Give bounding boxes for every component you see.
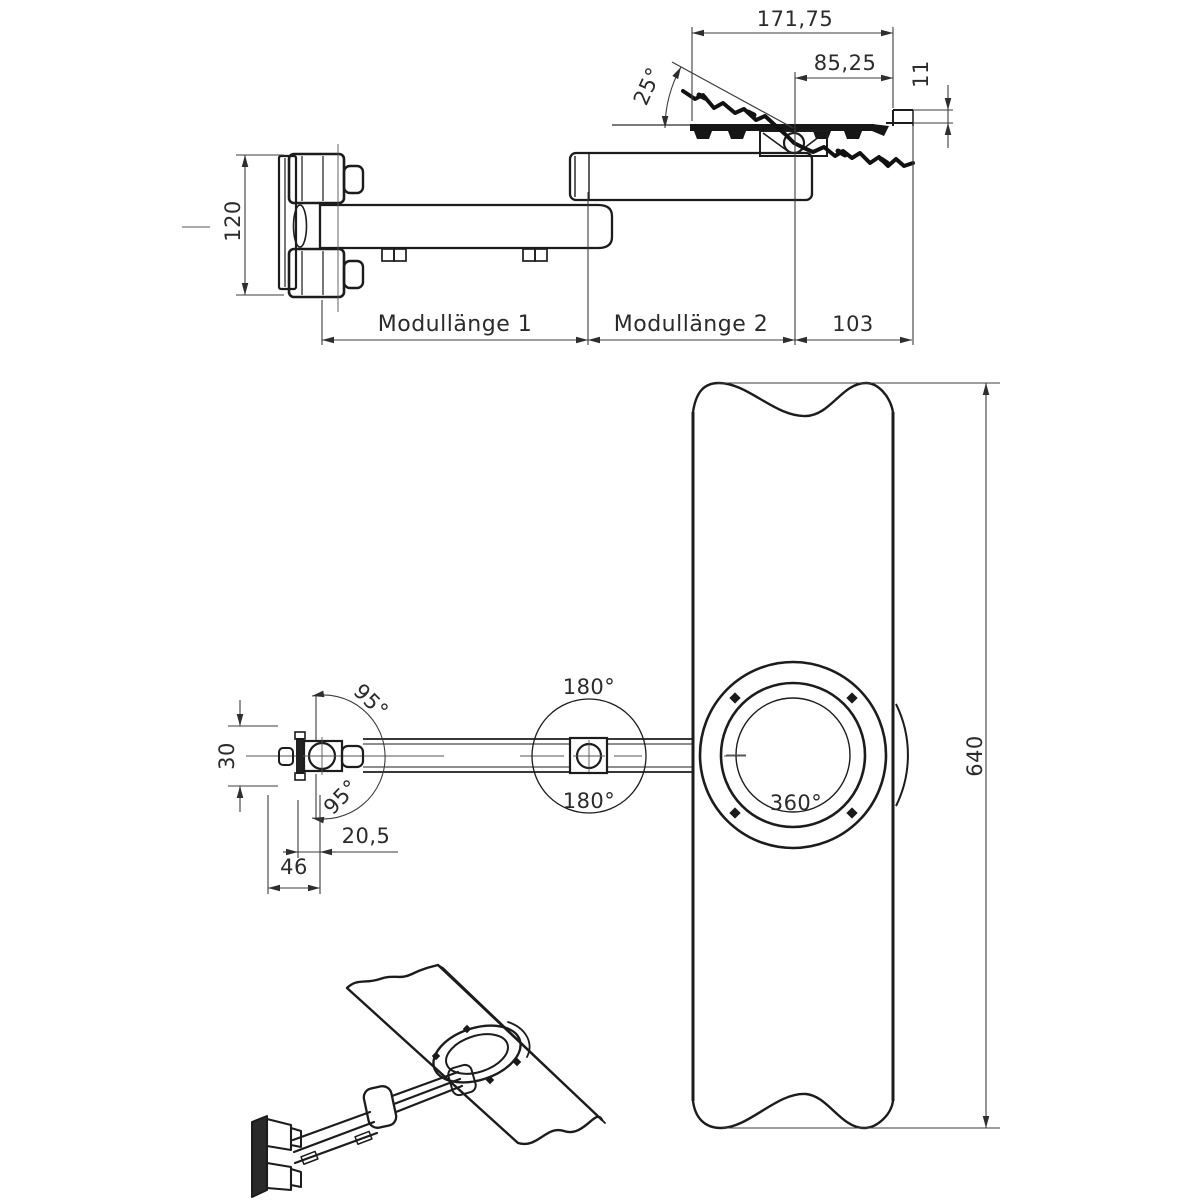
plate-rotation-label: 360° — [770, 791, 823, 815]
elbow-joint — [531, 698, 647, 814]
dim-mount-width-label: 30 — [215, 742, 239, 770]
plan-arm — [363, 738, 693, 773]
clamp-knob-bottom — [342, 259, 365, 290]
plan-view: 95° 95° 180° 180° 360° 30 20,5 46 640 — [215, 381, 1000, 1130]
break-line-top — [691, 381, 895, 418]
iso-ring-marks — [431, 1024, 522, 1085]
arm-module-1 — [318, 203, 614, 250]
mounting-plate — [691, 381, 909, 1130]
iso-tray — [345, 963, 606, 1146]
swivel-arc — [311, 690, 386, 824]
plan-extension-lines — [228, 382, 1000, 1129]
tilt-sketch-line — [681, 89, 915, 168]
break-line-bottom — [691, 1092, 895, 1130]
dim-tilt-angle-label: 25° — [629, 64, 667, 109]
module-1-label: Modullänge 1 — [378, 312, 533, 337]
iso-view — [251, 963, 606, 1198]
module-2-label: Modullänge 2 — [614, 312, 769, 337]
swivel-upper-label: 95° — [349, 679, 394, 723]
side-view-dimension-lines — [241, 29, 952, 344]
elbow-lower-label: 180° — [563, 789, 616, 813]
arm-module-2 — [568, 151, 814, 202]
rear-flange-arc — [895, 703, 909, 807]
dim-plate-length-label: 640 — [963, 735, 987, 777]
flange-outer-circle — [698, 660, 888, 850]
dim-mount-height-label: 120 — [221, 200, 245, 242]
elbow-rotation-circle — [531, 698, 647, 814]
plan-dimension-lines — [236, 383, 990, 1128]
arm-feet — [381, 248, 548, 262]
dim-mount-depth-label: 46 — [280, 855, 308, 879]
elbow-upper-label: 180° — [563, 675, 616, 699]
iso-ring-inner — [445, 1033, 509, 1075]
iso-arm — [291, 1063, 477, 1165]
side-view-extension-lines — [236, 27, 953, 345]
dim-total-width-label: 171,75 — [757, 7, 833, 31]
platform-step — [886, 109, 914, 126]
platform-side — [612, 109, 914, 139]
swivel-lower-label: 95° — [319, 775, 363, 820]
dim-pivot-offset-label: 20,5 — [342, 824, 391, 848]
dim-step-height-label: 11 — [909, 60, 933, 88]
side-view: 171,75 85,25 11 25° 120 Modullänge 1 Mod… — [182, 7, 953, 345]
flange-screw-marks — [729, 692, 858, 819]
dim-arm-offset-label: 103 — [832, 312, 874, 336]
wall-bracket-side — [182, 144, 365, 312]
iso-wall-plate — [251, 1115, 302, 1198]
dim-half-width-label: 85,25 — [814, 51, 877, 75]
iso-ring-outer — [432, 1024, 522, 1084]
clamp-knob-top — [342, 164, 365, 195]
flange-mid-circle — [719, 681, 867, 829]
